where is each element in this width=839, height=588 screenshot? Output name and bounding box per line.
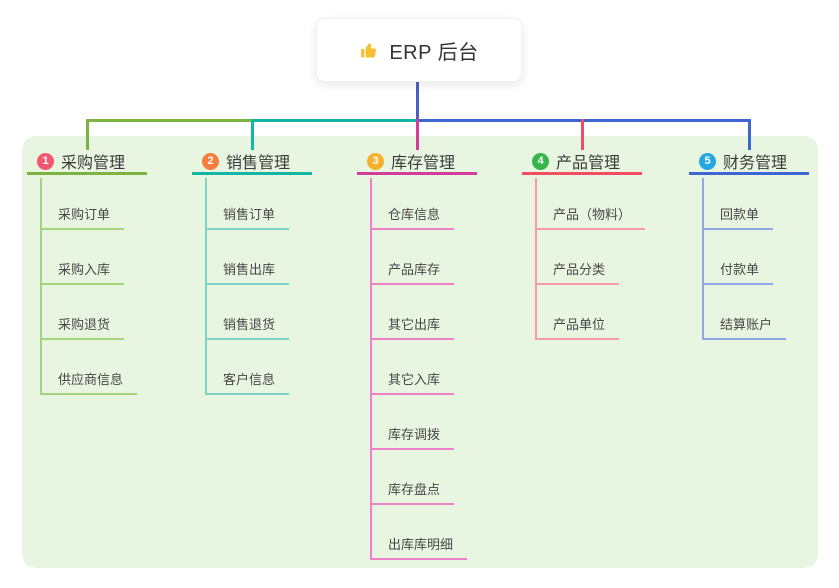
branch-number-badge: 5 [699, 152, 716, 170]
leaf-node-产品单位[interactable]: 产品单位 [535, 316, 620, 340]
branch-children-line [205, 178, 207, 395]
branch-node-销售管理[interactable]: 2 销售管理 [192, 150, 312, 175]
leaf-node-结算账户[interactable]: 结算账户 [702, 316, 787, 340]
branch-drop-line [581, 119, 584, 150]
branch-node-财务管理[interactable]: 5 财务管理 [689, 150, 809, 175]
leaf-node-回款单[interactable]: 回款单 [702, 206, 774, 230]
leaf-node-产品库存[interactable]: 产品库存 [370, 261, 455, 285]
branch-number-badge: 2 [202, 152, 219, 170]
leaf-node-客户信息[interactable]: 客户信息 [205, 371, 290, 395]
root-node[interactable]: ERP 后台 [316, 18, 522, 82]
leaf-node-产品分类[interactable]: 产品分类 [535, 261, 620, 285]
leaf-node-出库库明细[interactable]: 出库库明细 [370, 536, 468, 560]
leaf-node-其它出库[interactable]: 其它出库 [370, 316, 455, 340]
branch-number-badge: 4 [532, 152, 549, 170]
leaf-node-库存盘点[interactable]: 库存盘点 [370, 481, 455, 505]
branch-children-line [702, 178, 704, 340]
branch-label: 库存管理 [391, 155, 456, 172]
leaf-node-其它入库[interactable]: 其它入库 [370, 371, 455, 395]
leaf-node-采购订单[interactable]: 采购订单 [40, 206, 125, 230]
branch-children-line [40, 178, 42, 395]
branch-node-产品管理[interactable]: 4 产品管理 [522, 150, 642, 175]
leaf-node-采购退货[interactable]: 采购退货 [40, 316, 125, 340]
branch-children-line [535, 178, 537, 340]
branch-number-badge: 3 [367, 152, 384, 170]
leaf-node-库存调拨[interactable]: 库存调拨 [370, 426, 455, 450]
branch-drop-line [748, 119, 751, 150]
thumbs-up-icon [359, 40, 380, 61]
root-connector-line [416, 82, 419, 119]
branch-label: 采购管理 [61, 155, 126, 172]
branch-drop-line [86, 119, 89, 150]
leaf-node-付款单[interactable]: 付款单 [702, 261, 774, 285]
branch-label: 销售管理 [226, 155, 291, 172]
trunk-line-segment [86, 119, 253, 122]
leaf-node-销售订单[interactable]: 销售订单 [205, 206, 290, 230]
leaf-node-供应商信息[interactable]: 供应商信息 [40, 371, 138, 395]
branch-children-line [370, 178, 372, 560]
leaf-node-仓库信息[interactable]: 仓库信息 [370, 206, 455, 230]
root-node-label: ERP 后台 [389, 41, 479, 64]
branch-label: 财务管理 [723, 155, 788, 172]
branch-label: 产品管理 [556, 155, 621, 172]
branch-node-采购管理[interactable]: 1 采购管理 [27, 150, 147, 175]
branch-drop-line [251, 119, 254, 150]
branch-number-badge: 1 [37, 152, 54, 170]
mindmap-canvas [22, 136, 818, 568]
leaf-node-销售退货[interactable]: 销售退货 [205, 316, 290, 340]
branch-drop-line [416, 119, 419, 150]
leaf-node-产品（物料）[interactable]: 产品（物料） [535, 206, 646, 230]
leaf-node-采购入库[interactable]: 采购入库 [40, 261, 125, 285]
trunk-line-segment [252, 119, 419, 122]
branch-node-库存管理[interactable]: 3 库存管理 [357, 150, 477, 175]
leaf-node-销售出库[interactable]: 销售出库 [205, 261, 290, 285]
